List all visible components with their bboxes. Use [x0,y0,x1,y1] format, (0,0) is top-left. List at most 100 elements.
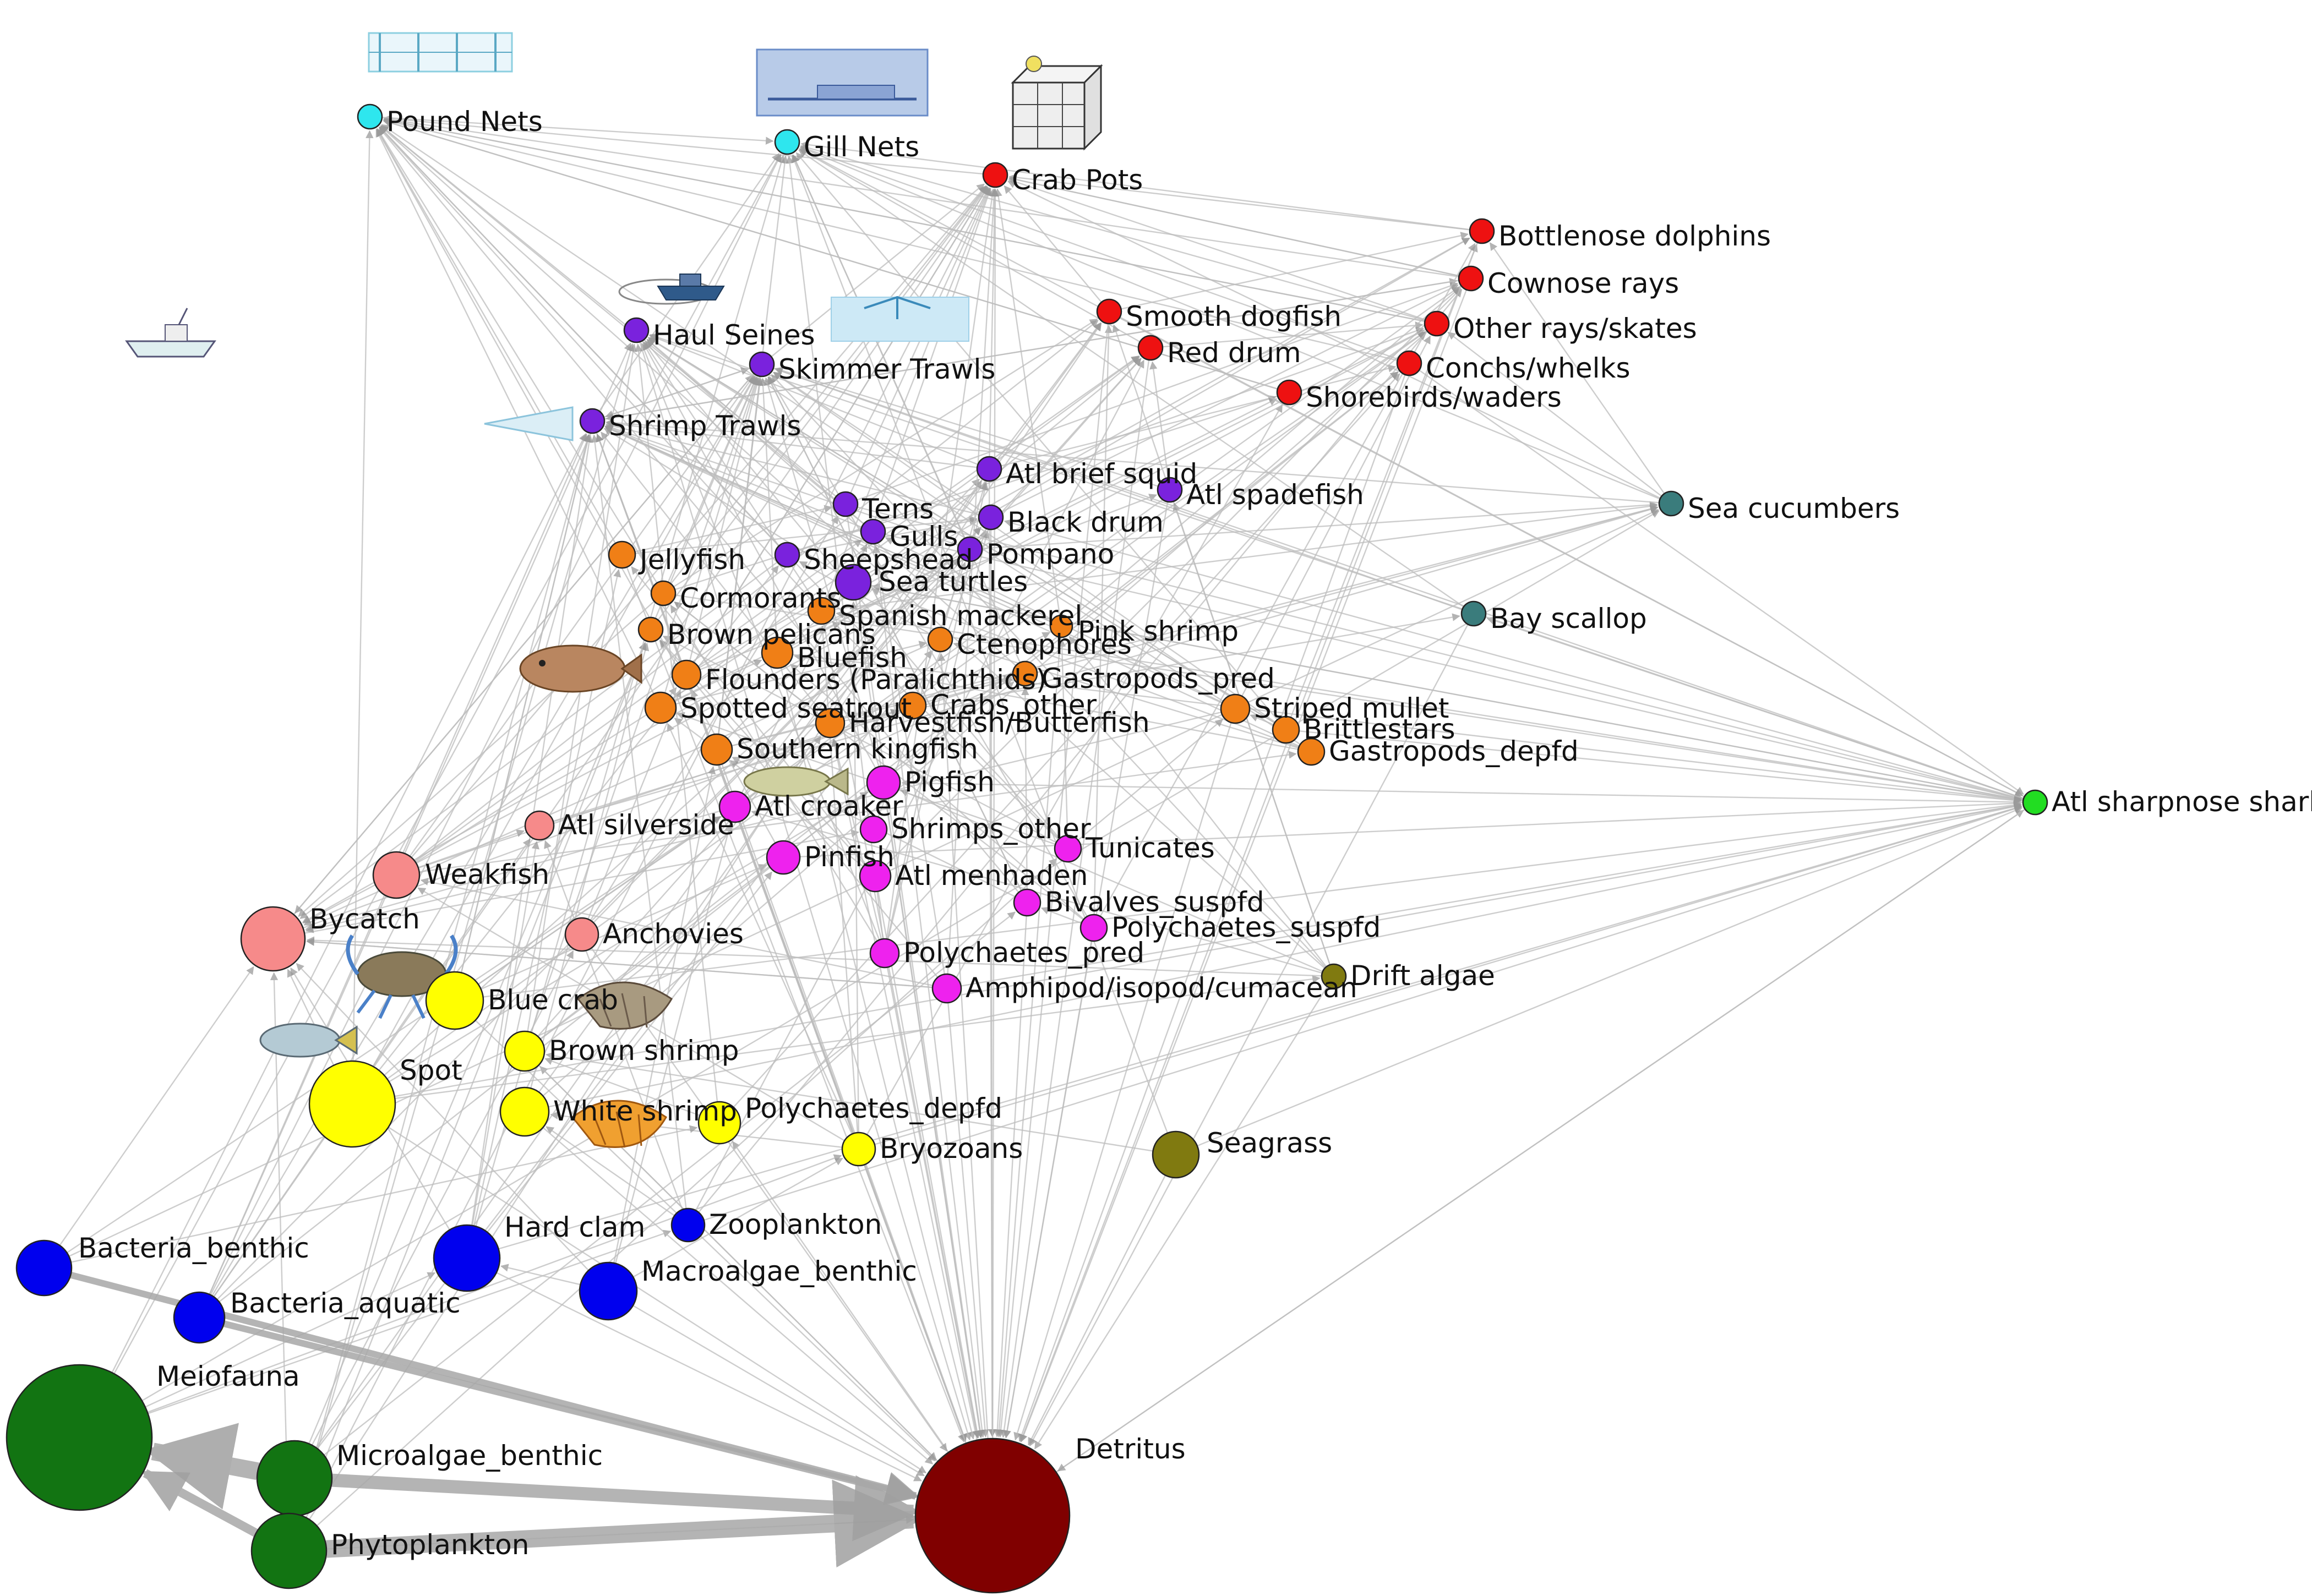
flow-edge [305,711,1222,933]
flow-edge [995,637,1061,1438]
flow-edge [947,188,998,975]
flow-edge [831,738,978,1441]
flow-edge [877,891,981,1439]
flow-edge [216,527,981,1300]
label-bottlenose-dolphins: Bottlenose dolphins [1498,220,1771,252]
flow-edge [795,152,1278,720]
node-red-drum [1137,335,1164,361]
label-smooth-dogfish: Smooth dogfish [1126,300,1342,332]
label-pompano: Pompano [986,538,1114,570]
flow-edge [1018,374,1406,1442]
flow-edge [858,188,992,566]
flow-edge [695,359,1144,1211]
node-smooth-dogfish [1096,298,1122,325]
flow-edge [886,188,996,939]
flow-edge [606,280,1459,422]
flow-edge [383,117,1425,322]
node-brown-shrimp [504,1030,546,1072]
node-atl-brief-squid [976,456,1002,482]
label-southern-kingfish: Southern kingfish [737,733,978,765]
white-shrimp-icon [571,1100,667,1148]
node-southern-kingfish [700,733,733,766]
node-white-shrimp [499,1086,550,1137]
node-spot [308,1060,396,1148]
label-bivalves-suspfd: Bivalves_suspfd [1045,886,1264,918]
flow-edge [885,799,984,1438]
label-pigfish: Pigfish [904,766,995,798]
node-drift-algae [1321,963,1347,990]
node-spanish-mackerel [807,597,836,625]
flow-edge [697,355,1139,668]
flow-edge [605,367,751,418]
node-bottlenose-dolphins [1469,218,1495,244]
label-spot: Spot [400,1054,462,1086]
label-spotted-seatrout: Spotted seatrout [680,692,912,724]
flow-edge [308,642,646,1444]
label-cormorants: Cormorants [680,582,841,614]
flow-edge [649,333,2024,800]
flow-edge [1121,232,1469,310]
label-terns: Terns [861,493,934,525]
flow-edge [837,323,1102,712]
label-crabs-other: Crabs_other [930,689,1097,721]
flow-edge [1069,287,1461,620]
flow-edge [767,376,1022,892]
heavy-flow-edge [144,1423,260,1510]
label-conchs: Conchs/whelks [1426,352,1631,384]
flow-edge [673,318,1098,588]
label-blue-crab: Blue crab [488,984,618,1016]
flow-edge [759,378,777,638]
flow-edge [1004,185,1102,303]
flow-edge [603,428,839,574]
label-drift-algae: Drift algae [1350,960,1495,992]
label-seagrass: Seagrass [1207,1127,1332,1159]
trawl-net-icon [484,406,574,441]
flow-edge [538,322,1102,1093]
flow-edge [376,128,776,844]
flow-edge [631,566,866,865]
flow-edge [546,1052,1153,1152]
flow-edge [947,1002,989,1438]
flow-edge [800,140,1470,231]
label-skimmer-trawls: Skimmer Trawls [778,353,995,385]
flow-edge [475,1020,936,1462]
flow-edge [298,343,635,1515]
flow-edge [460,434,592,973]
node-bivalves-suspfd [1013,888,1042,917]
node-sheepshead [774,542,800,568]
label-gastropods-pred: Gastropods_pred [1042,663,1275,695]
label-flounders: Flounders (Paralichthids) [705,664,1046,696]
node-gulls [860,518,886,545]
flow-edge [901,779,2024,803]
flow-edge [605,422,979,515]
flow-edge [1028,1174,1166,1446]
flow-edge [379,127,813,602]
node-shrimps-other [859,815,888,844]
label-detritus: Detritus [1075,1433,1186,1465]
label-atl-menhaden: Atl menhaden [895,860,1088,892]
flow-edge [773,368,2022,800]
label-ctenophores: Ctenophores [957,628,1132,660]
label-pink-shrimp: Pink shrimp [1078,615,1239,647]
flow-edge [988,529,996,1438]
node-brittlestars [1272,715,1300,744]
label-atl-silverside: Atl silverside [558,809,734,841]
haul-seine-boat-icon [618,274,725,305]
flow-edge [376,128,617,544]
flow-edge [668,687,677,696]
flow-edge [1007,181,1661,499]
flow-edge [323,911,1016,1456]
flow-edge [604,426,1300,747]
node-polychaetes-suspfd [1079,914,1108,942]
label-brittlestars: Brittlestars [1304,713,1455,745]
shrimp-trawler-icon [125,308,216,358]
flow-edge [542,1127,934,1464]
flow-edge [211,376,755,1296]
flow-edge [846,516,984,1438]
flow-edge [798,149,1464,608]
flow-edge [961,802,2022,987]
flow-edge [419,751,1297,873]
flow-edge [305,187,990,1518]
flow-edge [604,426,1223,704]
